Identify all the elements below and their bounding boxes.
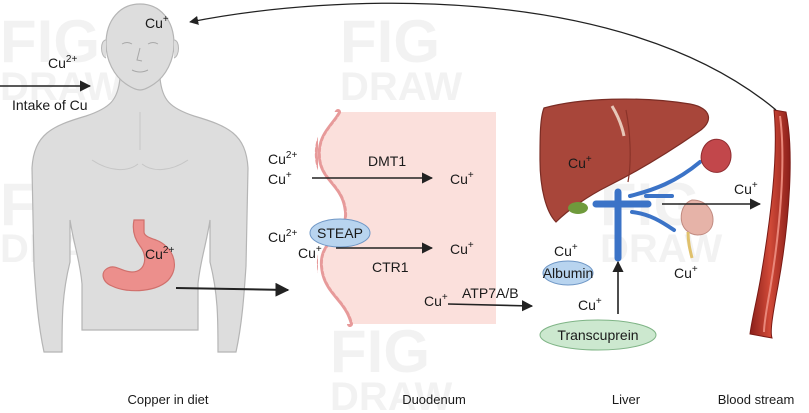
gallbladder: [568, 202, 588, 214]
charge-superscript: 2+: [286, 150, 298, 161]
transcuprein-ellipse: [539, 319, 657, 351]
kidneys: [680, 138, 732, 259]
atp7ab-label: ATP7A/B: [462, 285, 519, 301]
charge-superscript: +: [752, 180, 758, 191]
atp7ab-arrow: [447, 300, 534, 312]
ureter: [686, 231, 694, 259]
duodenum-cu2-label-top: Cu2+: [268, 150, 297, 167]
charge-superscript: +: [586, 154, 592, 165]
watermark-draw-1: DRAW: [0, 65, 122, 109]
ear-right: [173, 39, 179, 59]
stomach: Cu2+: [102, 219, 175, 292]
blood-vessel-lumen: [763, 115, 784, 333]
charge-superscript: +: [572, 242, 578, 253]
charge-superscript: +: [596, 296, 602, 307]
duodenum-cu2-label-bottom: Cu2+: [268, 228, 297, 245]
intake-label: Intake of Cu: [12, 97, 88, 113]
human-body-figure: [31, 3, 249, 353]
liver-shape: [539, 98, 709, 223]
steap-label: STEAP: [317, 225, 363, 241]
charge-superscript: +: [286, 170, 292, 181]
caption-duodenum: Duodenum: [402, 392, 466, 407]
vein-branch-upper: [628, 160, 702, 198]
charge-superscript: +: [442, 292, 448, 303]
caption-blood-stream: Blood stream: [718, 392, 795, 407]
watermark-fig-2: FIG: [340, 8, 440, 75]
blood-vessel-wall: [749, 109, 791, 339]
duodenum-panel: [314, 109, 496, 327]
head: [105, 3, 175, 91]
charge-superscript: 2+: [66, 54, 78, 65]
ear-left: [101, 39, 107, 59]
liver-ligament: [610, 105, 626, 137]
kidney-lower: [680, 199, 714, 236]
nose: [136, 47, 143, 62]
stomach-shape: [102, 219, 175, 292]
charge-superscript: 2+: [286, 228, 298, 239]
charge-superscript: +: [468, 170, 474, 181]
charge-superscript: 2+: [163, 245, 175, 256]
charge-superscript: +: [468, 240, 474, 251]
blood-cu-label: Cu+: [734, 180, 758, 197]
charge-superscript: +: [316, 244, 322, 255]
watermark-draw-2: DRAW: [340, 65, 462, 109]
duodenum-background: [318, 112, 496, 324]
vein-branch-lower: [630, 210, 676, 232]
transcuprein-oval: Transcuprein: [539, 319, 657, 351]
chest-lines: [91, 112, 189, 170]
transcuprein-cu-label: Cu+: [578, 296, 602, 313]
caption-liver: Liver: [612, 392, 641, 407]
blood-to-head-arrow: [189, 2, 777, 111]
charge-superscript: +: [163, 14, 169, 25]
liver-organ: Cu+: [539, 98, 709, 223]
liver-lobe-line: [625, 109, 631, 183]
kidney-upper: [700, 138, 732, 173]
dmt1-label: DMT1: [368, 153, 406, 169]
liver-vessels: [592, 160, 702, 262]
charge-superscript: +: [692, 264, 698, 275]
steap-ellipse: [309, 218, 371, 248]
villi-wall-tint: [317, 112, 350, 324]
duodenum-cu-label-top: Cu+: [268, 170, 292, 187]
body-silhouette: [31, 77, 249, 353]
watermark-fig-1: FIG: [0, 8, 100, 75]
stomach-to-duodenum-arrow: [175, 282, 290, 297]
caption-copper-in-diet: Copper in diet: [128, 392, 209, 407]
albumin-cu-label: Cu+: [554, 242, 578, 259]
eyes: [121, 42, 159, 45]
kidney-cu-label: Cu+: [674, 264, 698, 281]
albumin-label: Albumin: [543, 265, 594, 281]
albumin-oval: Albumin: [542, 260, 594, 286]
watermark-fig-5: FIG: [330, 318, 430, 385]
albumin-ellipse: [542, 260, 594, 286]
blood-vessel: [749, 109, 791, 339]
watermark-draw-5: DRAW: [330, 375, 452, 413]
ctr1-label: CTR1: [372, 259, 409, 275]
steap-oval: STEAP: [309, 218, 371, 248]
mouth: [131, 69, 149, 73]
transcuprein-label: Transcuprein: [557, 327, 638, 343]
